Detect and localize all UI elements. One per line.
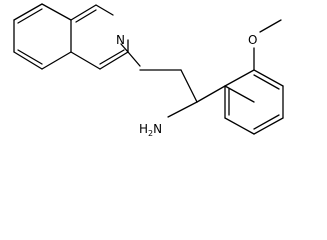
- bond: [253, 114, 280, 130]
- bond: [17, 49, 43, 65]
- ethyl-linker: [127, 51, 198, 118]
- methoxy-group: [253, 19, 282, 71]
- bond: [224, 117, 255, 135]
- quinoline-nitrogen-label: N: [116, 33, 125, 47]
- bond: [41, 51, 72, 70]
- bond: [70, 51, 101, 70]
- methoxy-oxygen-label: O: [248, 33, 257, 47]
- bond: [17, 8, 43, 24]
- bond: [224, 69, 255, 87]
- bond: [70, 4, 97, 21]
- bond: [253, 117, 284, 135]
- bond: [253, 74, 280, 90]
- bond: [41, 3, 72, 21]
- chemical-structure-diagram: N H2N O: [13, 3, 284, 138]
- amine-n-label: N: [153, 122, 162, 136]
- quinoline-pyridine-ring: [70, 4, 129, 70]
- bond: [167, 101, 198, 118]
- bond: [120, 43, 129, 53]
- bond: [95, 4, 114, 16]
- bond: [99, 51, 129, 70]
- bond: [13, 3, 43, 21]
- bond: [196, 85, 226, 103]
- amine-h-label: H: [139, 122, 148, 136]
- bond: [13, 51, 43, 70]
- amine-label: H2N: [139, 122, 162, 138]
- bond: [224, 85, 255, 103]
- bond: [180, 69, 198, 103]
- bond: [99, 49, 125, 65]
- quinoline-benzo-ring: [13, 3, 72, 70]
- methoxyphenyl-ring: [196, 69, 284, 135]
- bond: [127, 51, 141, 67]
- bond: [259, 19, 282, 33]
- bond: [253, 69, 284, 87]
- bond: [75, 9, 97, 23]
- amine-h-count: 2: [148, 129, 153, 138]
